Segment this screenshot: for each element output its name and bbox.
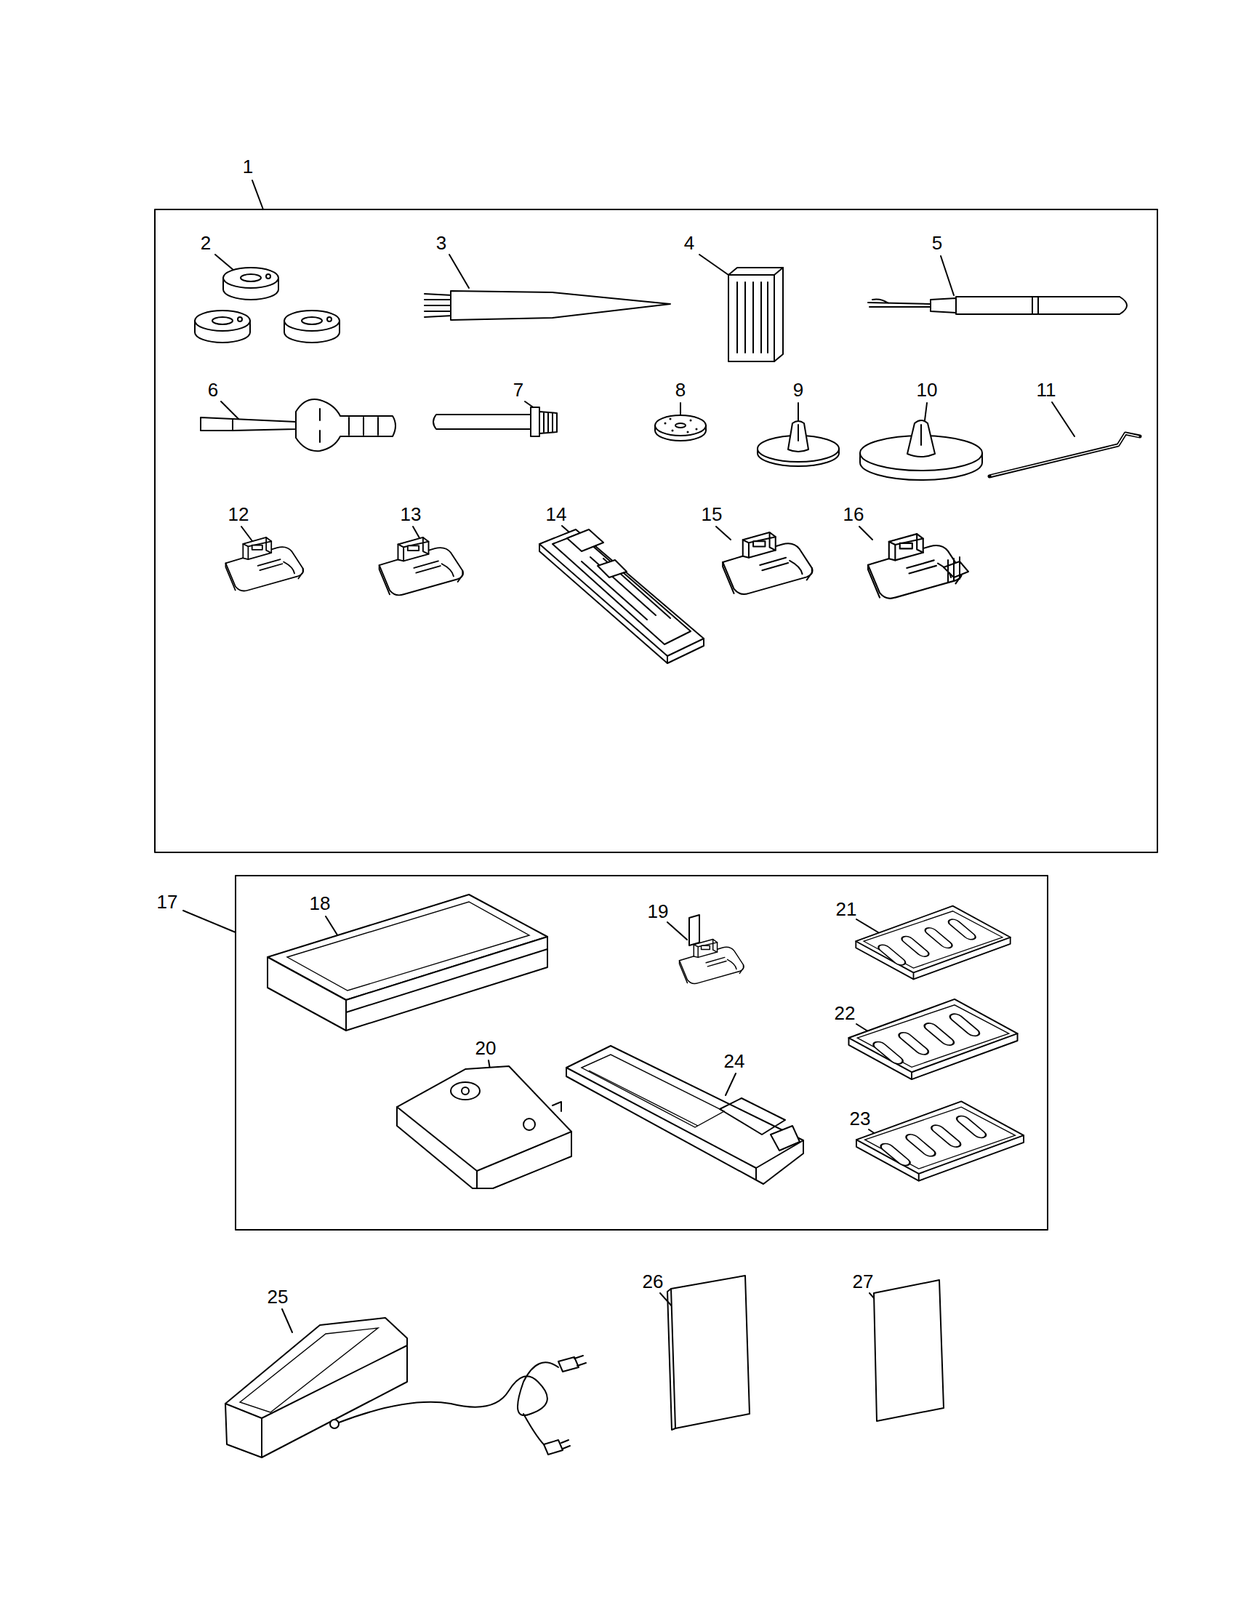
foot-control [225, 1317, 586, 1457]
callout-number: 11 [1035, 379, 1058, 401]
callout-number: 18 [308, 892, 333, 914]
callout-number: 1 [241, 156, 255, 178]
callout-number: 2 [199, 232, 213, 254]
spool-cap-large [860, 420, 983, 480]
lint-brush [424, 290, 671, 320]
seam-ripper [868, 296, 1127, 315]
callout-number: 3 [434, 232, 448, 254]
callout-number: 23 [848, 1107, 873, 1130]
callout-number: 15 [700, 503, 725, 525]
callout-number: 14 [544, 503, 569, 525]
callout-number: 5 [930, 232, 944, 254]
callout-number: 8 [673, 379, 688, 401]
callout-number: 9 [791, 379, 805, 401]
presser-foot [679, 914, 745, 983]
callout-number: 17 [155, 891, 180, 913]
callout-number: 25 [266, 1286, 291, 1308]
buttonhole-foot [539, 529, 704, 664]
callout-number: 4 [682, 232, 696, 254]
callout-number: 26 [641, 1270, 666, 1292]
bobbins [194, 267, 340, 343]
templates [848, 905, 1024, 1181]
callout-number: 6 [206, 379, 220, 401]
attachment-frame [235, 875, 1048, 1230]
callout-number: 16 [841, 503, 866, 525]
manuals [667, 1275, 944, 1430]
callout-number: 12 [226, 503, 251, 525]
callout-number: 10 [915, 379, 940, 401]
spool-pin [433, 407, 557, 437]
callout-number: 27 [851, 1270, 876, 1292]
needle-pack [728, 267, 783, 362]
callout-number: 20 [474, 1037, 498, 1059]
spool-felt [655, 415, 706, 441]
accessory-frame [154, 209, 1158, 853]
callout-number: 13 [399, 503, 424, 525]
callout-number: 7 [511, 379, 525, 401]
callout-number: 19 [646, 900, 671, 922]
hex-wrench [989, 433, 1140, 477]
screwdriver [200, 399, 396, 451]
callout-number: 21 [834, 898, 859, 920]
callout-number: 22 [833, 1002, 858, 1024]
buttonhole-base [396, 1065, 572, 1188]
callout-number: 24 [722, 1050, 747, 1072]
spool-cap-small [757, 420, 839, 467]
buttonhole-slide [566, 1045, 804, 1184]
leader-lines [183, 180, 1075, 1332]
accessory-box [267, 894, 548, 1031]
